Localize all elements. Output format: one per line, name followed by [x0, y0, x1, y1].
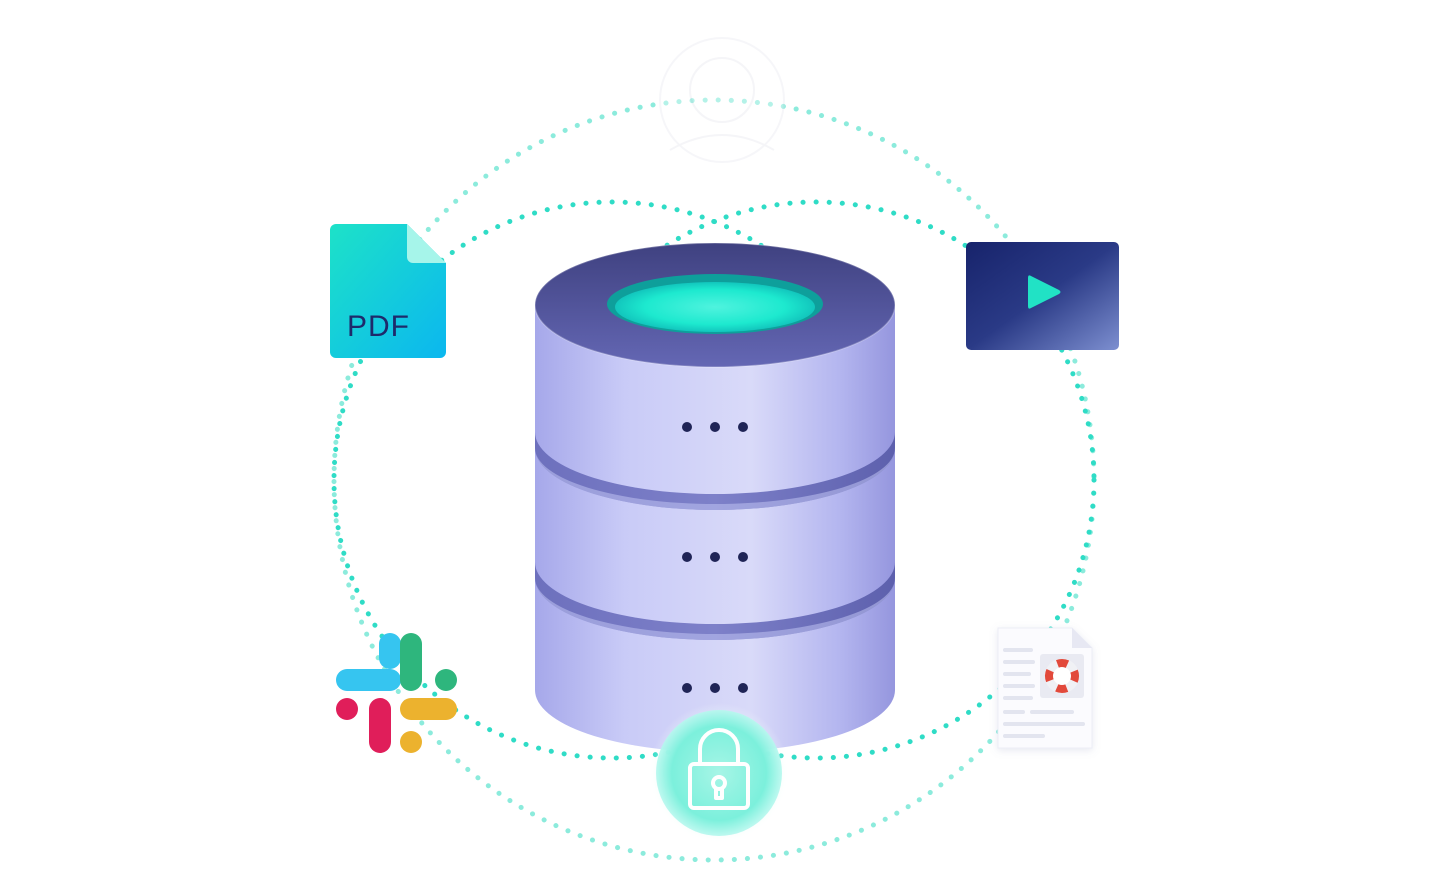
database-icon: [534, 242, 896, 752]
pdf-fold-icon: [407, 224, 446, 263]
tier-3-dots-icon: [682, 683, 748, 693]
pdf-card: PDF: [330, 224, 446, 358]
lifebuoy-icon: [1045, 659, 1079, 693]
user-avatar-icon: [659, 37, 785, 163]
tier-separator-2: [535, 562, 895, 640]
pdf-label: PDF: [347, 310, 410, 343]
right-orbit-ring: [535, 199, 1097, 761]
slack-logo: [336, 633, 457, 753]
lock-icon: [688, 728, 750, 810]
lifebuoy-document-card: [997, 627, 1093, 749]
tier-1-dots-icon: [682, 422, 748, 432]
lock-badge: [649, 703, 789, 843]
tier-2-dots-icon: [682, 552, 748, 562]
play-icon: [1028, 275, 1061, 309]
document-lines: [1003, 648, 1085, 738]
tier-separator-1: [535, 432, 895, 510]
video-card: [966, 242, 1119, 350]
